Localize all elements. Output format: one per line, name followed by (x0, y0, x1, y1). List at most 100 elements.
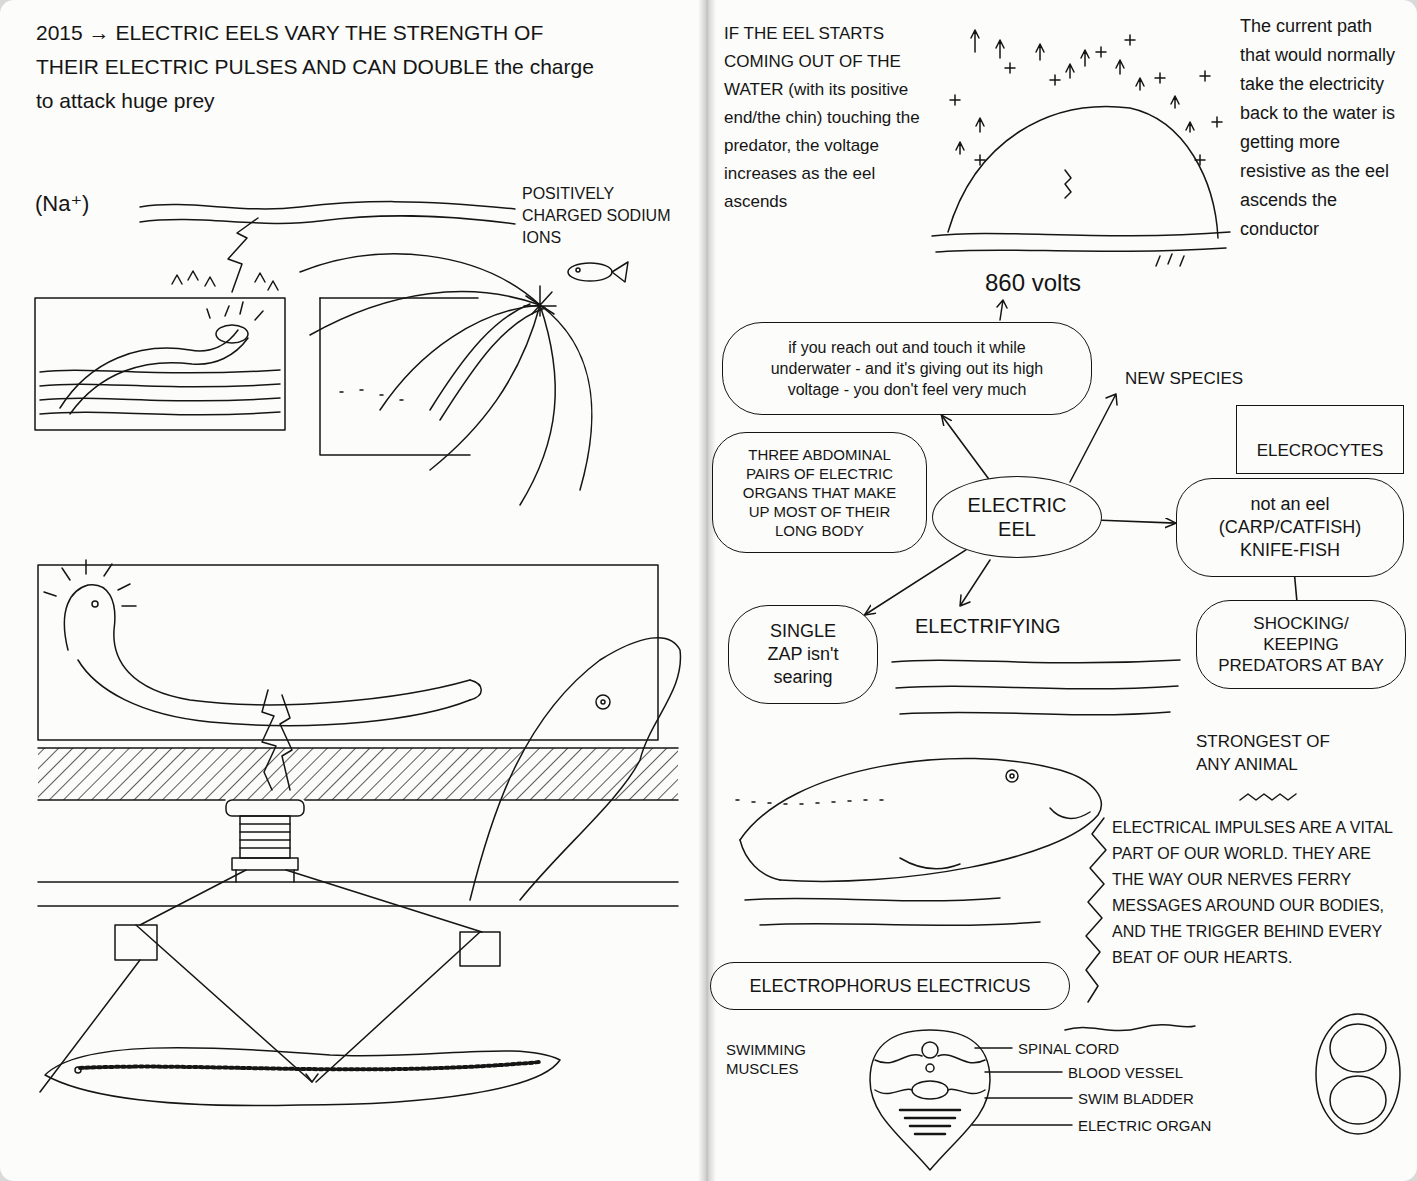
central-ellipse: ELECTRIC EEL (932, 476, 1102, 558)
coil-apparatus-stroke (38, 882, 678, 906)
eel-in-water-box-stroke (40, 398, 280, 401)
note-text: SPINAL CORD (1018, 1039, 1119, 1058)
eel-attack-scene-stroke (596, 695, 610, 709)
eel-in-water-box-stroke (207, 302, 263, 320)
field-figure (1316, 1014, 1400, 1134)
note-text: (Na⁺) (35, 190, 89, 218)
eel-specimen (45, 1048, 560, 1106)
note-text: The current path that would normally tak… (1240, 12, 1402, 244)
note-text: 860 volts (985, 268, 1081, 298)
ground-hatching-stroke (38, 748, 678, 800)
idea-bubble: THREE ABDOMINAL PAIRS OF ELECTRIC ORGANS… (712, 432, 927, 553)
eel-attack-scene-stroke (601, 700, 605, 704)
water-dome-stroke (956, 30, 1194, 154)
cross-section-stroke (926, 1064, 934, 1072)
field-lines-box-stroke (440, 308, 545, 420)
connector-arrow (941, 415, 988, 478)
field-lines-box-stroke (430, 305, 540, 470)
eel-portrait-stroke (900, 858, 960, 869)
eel-attack-scene-stroke (470, 680, 481, 700)
eel-attack-scene-stroke (64, 585, 470, 705)
coil-apparatus-stroke (232, 858, 298, 870)
note-text: SWIMMING MUSCLES (726, 1040, 851, 1078)
field-lines-box-stroke (568, 263, 612, 281)
note-text: BLOOD VESSEL (1068, 1063, 1183, 1082)
coil-apparatus-stroke (140, 870, 482, 932)
annotation-arrows-stroke (1070, 394, 1117, 482)
field-figure-stroke (1330, 1076, 1386, 1124)
spark-scribble-stroke (228, 218, 258, 292)
eel-in-water-box-stroke (40, 412, 280, 415)
field-figure-stroke (1316, 1014, 1400, 1134)
field-lines-box-stroke (524, 286, 556, 316)
eel-portrait (736, 758, 1101, 881)
field-lines-box-stroke (320, 298, 470, 455)
node-text: ELECTRIC EEL (959, 493, 1075, 541)
field-lines-box (300, 254, 628, 505)
cross-section-stroke (875, 1089, 985, 1094)
cross-section-stroke (875, 1055, 985, 1063)
cross-section-stroke (870, 1030, 990, 1170)
water-lines-stroke (760, 922, 1040, 925)
eel-specimen-stroke (45, 1048, 560, 1106)
coil-apparatus (38, 800, 678, 1092)
node-text: THREE ABDOMINAL PAIRS OF ELECTRIC ORGANS… (733, 445, 906, 540)
water-dome (932, 30, 1230, 266)
note-text: IF THE EEL STARTS COMING OUT OF THE WATE… (724, 20, 929, 216)
node-text: if you reach out and touch it while unde… (749, 337, 1065, 400)
water-lines-stroke (745, 898, 1000, 901)
eel-in-water-box-stroke (35, 298, 285, 430)
page-fold (698, 0, 716, 1181)
frame-zigzag-stroke (1086, 818, 1106, 1002)
frame-zigzag-stroke (1240, 794, 1296, 800)
connector-arrow (1295, 577, 1297, 600)
field-lines-box-stroke (340, 390, 403, 400)
connector-arrow (1102, 520, 1176, 523)
field-lines-box-stroke (430, 304, 530, 410)
coil-apparatus-stroke (306, 1074, 318, 1082)
eel-attack-scene-stroke (92, 601, 98, 607)
idea-bubble: not an eel (CARP/CATFISH) KNIFE-FISH (1176, 478, 1404, 577)
field-lines-box-stroke (576, 268, 580, 272)
idea-bubble: SHOCKING/ KEEPING PREDATORS AT BAY (1196, 600, 1406, 689)
water-dome-stroke (1156, 254, 1184, 266)
note-text: NEW SPECIES (1125, 368, 1243, 389)
spark-scribble-stroke (172, 271, 278, 290)
eel-specimen-stroke (75, 1067, 81, 1073)
coil-apparatus-stroke (226, 800, 304, 816)
ground-hatching-stroke (38, 748, 678, 800)
water-dome-stroke (936, 248, 1226, 252)
connector-arrow (865, 550, 967, 615)
eel-attack-scene (38, 560, 680, 900)
water-dome-stroke (948, 107, 1218, 238)
coil-apparatus-stroke (115, 925, 157, 960)
note-text: ELECTRIC ORGAN (1078, 1116, 1211, 1135)
note-text: ELECTRIFYING (915, 614, 1061, 639)
eel-attack-scene-stroke (44, 560, 136, 606)
annotation-arrows-stroke (960, 560, 990, 606)
node-text: ELECROCYTES (1247, 440, 1393, 461)
note-text: SWIM BLADDER (1078, 1089, 1194, 1108)
note-text: 2015 → ELECTRIC EELS VARY THE STRENGTH O… (36, 16, 596, 118)
field-lines-box-stroke (540, 305, 592, 490)
cross-section-stroke (922, 1042, 938, 1058)
sodium-waves (140, 202, 515, 224)
eel-portrait-stroke (740, 758, 1101, 881)
frame-zigzag-stroke (1065, 1025, 1195, 1031)
coil-apparatus-stroke (460, 932, 500, 966)
eel-portrait-stroke (1010, 774, 1014, 778)
ground-hatching (38, 748, 678, 800)
note-text: POSITIVELY CHARGED SODIUM IONS (522, 183, 672, 249)
sodium-waves-stroke (140, 216, 515, 224)
node-text: ELECTROPHORUS ELECTRICUS (731, 975, 1049, 997)
coil-apparatus-stroke (236, 870, 294, 882)
idea-bubble: if you reach out and touch it while unde… (722, 322, 1092, 415)
term-box: ELECROCYTES (1236, 405, 1404, 474)
eel-attack-scene-stroke (38, 565, 658, 740)
eel-in-water-box (35, 298, 285, 430)
idea-bubble: SINGLE ZAP isn't searing (728, 605, 878, 704)
node-text: SHOCKING/ KEEPING PREDATORS AT BAY (1217, 613, 1385, 676)
node-text: not an eel (CARP/CATFISH) KNIFE-FISH (1199, 493, 1381, 562)
